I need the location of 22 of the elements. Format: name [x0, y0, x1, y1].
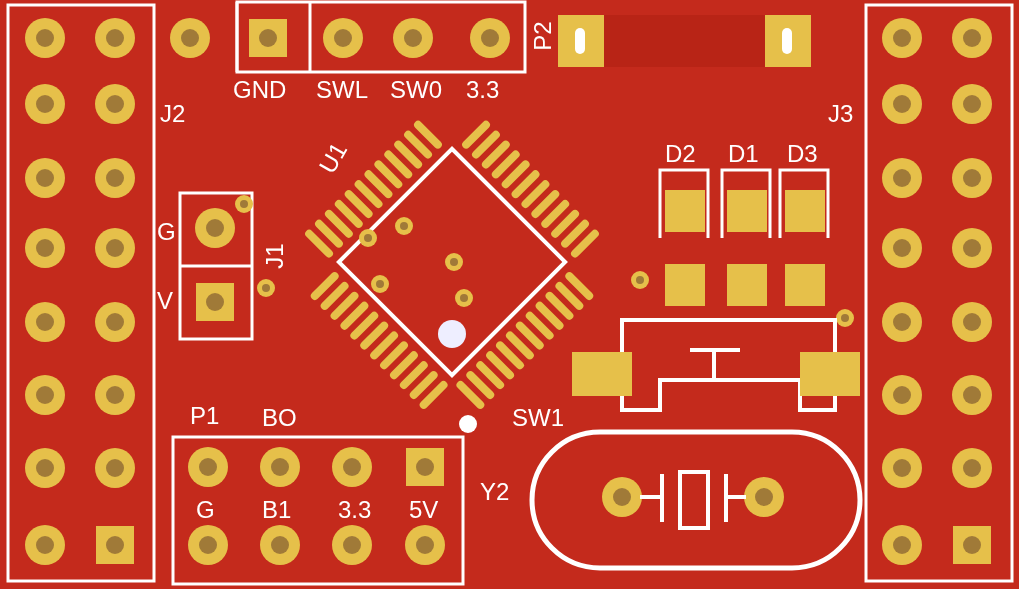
silkscreen-label: 3.3 [338, 498, 372, 522]
silkscreen-label: SW1 [512, 406, 564, 430]
silkscreen-label: J3 [828, 102, 854, 126]
silkscreen-label: P2 [530, 21, 555, 51]
silkscreen-label: D2 [665, 142, 696, 166]
silkscreen-label: 3.3 [466, 78, 500, 102]
silkscreen-label: G [196, 498, 215, 522]
silkscreen-label: SW0 [390, 78, 442, 102]
silkscreen-label: 5V [409, 498, 439, 522]
silkscreen-label: D3 [787, 142, 818, 166]
silkscreen-label: BO [262, 406, 297, 430]
silkscreen-label: GND [233, 78, 287, 102]
silkscreen-label: B1 [262, 498, 292, 522]
silkscreen-label: SWL [316, 78, 368, 102]
silkscreen-label: P1 [190, 404, 220, 428]
silkscreen-label: G [157, 220, 176, 244]
silkscreen-label: V [157, 289, 173, 313]
silkscreen-label: Y2 [480, 480, 510, 504]
silkscreen-label: J2 [160, 102, 186, 126]
silkscreen-label: U1 [315, 138, 352, 178]
silkscreen-label: J1 [262, 243, 287, 269]
silkscreen-label: D1 [728, 142, 759, 166]
